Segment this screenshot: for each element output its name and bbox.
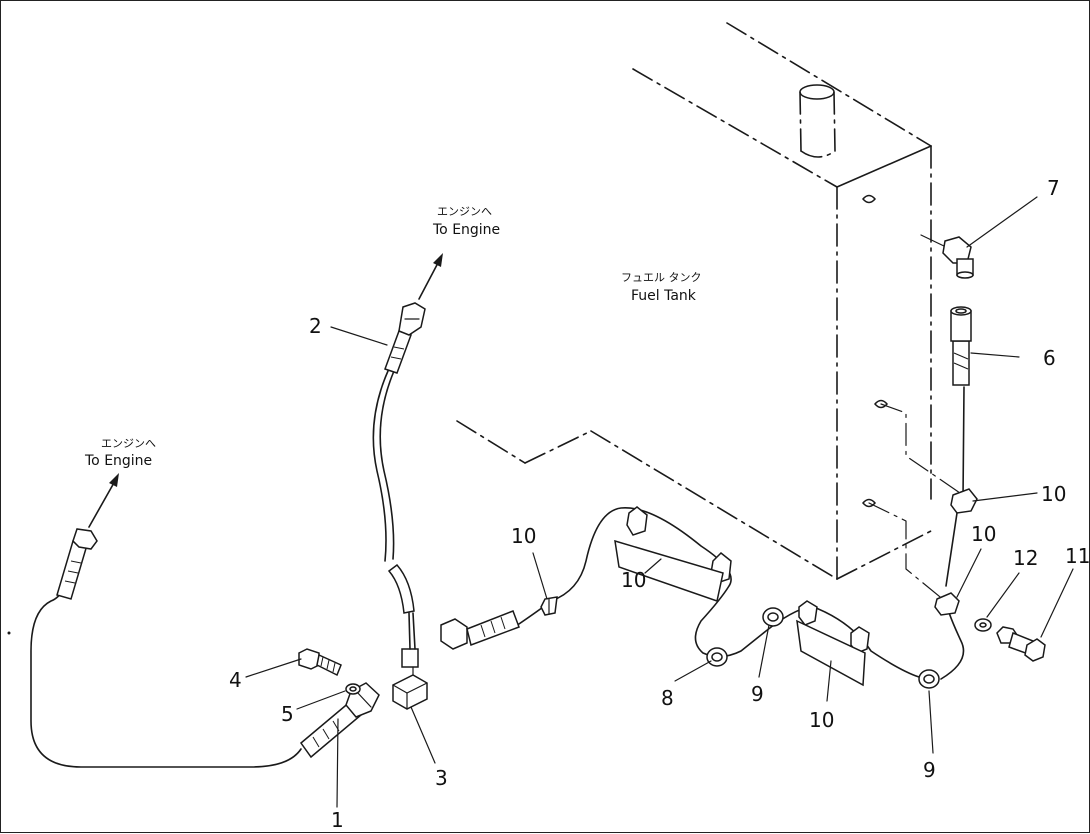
stray-dot	[7, 631, 11, 635]
callout-10-c: 10	[809, 708, 834, 732]
fuel-tank-jp: フュエル タンク	[621, 271, 702, 284]
callout-1: 1	[331, 808, 344, 832]
arrow-to-engine-left	[88, 473, 119, 528]
callout-3: 3	[435, 766, 448, 790]
part-5-washer	[345, 683, 361, 695]
tank-bosses	[862, 194, 964, 602]
part-12-washer	[974, 618, 992, 632]
callout-6: 6	[1043, 346, 1056, 370]
callout-2: 2	[309, 314, 322, 338]
part-8-grommet	[706, 647, 728, 667]
left-hose-end-fitting	[56, 528, 98, 600]
part-1-hose-fitting	[299, 682, 380, 759]
part-7-elbow	[942, 236, 974, 279]
callout-10-b: 10	[621, 568, 646, 592]
callout-5: 5	[281, 702, 294, 726]
filler-cap	[799, 84, 836, 158]
arrow-to-engine-top	[418, 253, 443, 300]
fuel-tank-outline	[456, 22, 932, 580]
fuel-tank-en: Fuel Tank	[631, 288, 697, 304]
part-11-bolt	[996, 626, 1046, 662]
callout-11: 11	[1065, 544, 1090, 568]
part-4-bolt	[298, 648, 342, 677]
part-2-hose-fitting	[384, 302, 426, 374]
part-10-clip-b	[614, 506, 732, 602]
callout-7: 7	[1047, 176, 1060, 200]
part-9-grommet-b	[918, 669, 940, 689]
callout-4: 4	[229, 668, 242, 692]
part-10-clip-d	[950, 488, 978, 514]
to-engine-jp-left: エンジンへ	[101, 437, 156, 450]
part-10-clip-c	[796, 600, 870, 687]
to-engine-jp-top: エンジンへ	[437, 205, 492, 218]
part-3-tee-connector	[392, 666, 428, 710]
callout-10-e: 10	[971, 522, 996, 546]
callout-12: 12	[1013, 546, 1038, 570]
leader-lines	[245, 196, 1074, 808]
part-10-clip-e	[934, 592, 960, 616]
fuel-lines	[30, 234, 965, 768]
callout-10-a: 10	[511, 524, 536, 548]
part-10-clip-a	[540, 596, 558, 616]
tube-nut-fitting	[440, 610, 520, 650]
part-9-grommet-a	[762, 607, 784, 627]
part-6-hose-fitting	[950, 306, 972, 386]
callout-10-d: 10	[1041, 482, 1066, 506]
callout-8: 8	[661, 686, 674, 710]
to-engine-en-top: To Engine	[432, 222, 500, 238]
part-2-lower-fitting	[387, 563, 419, 668]
to-engine-en-left: To Engine	[84, 453, 152, 469]
callout-9-b: 9	[923, 758, 936, 782]
callout-9-a: 9	[751, 682, 764, 706]
